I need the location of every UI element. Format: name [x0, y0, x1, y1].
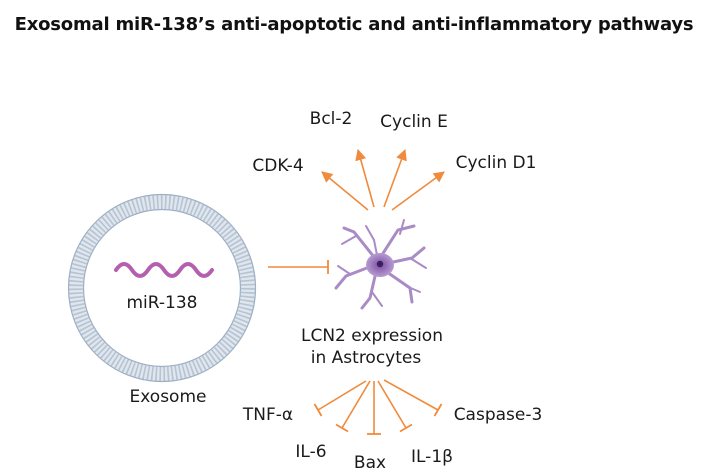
- target-il6: IL-6: [295, 442, 326, 462]
- arrow-to-cyclin-d1: [391, 171, 445, 211]
- exosome-outer-edge: [67, 193, 257, 383]
- inhibit-il1b: [377, 380, 407, 429]
- target-bcl2: Bcl-2: [310, 109, 353, 129]
- target-cyclin-d1: Cyclin D1: [456, 153, 537, 173]
- inhibit-il6: [341, 380, 371, 429]
- target-caspase3: Caspase-3: [454, 405, 543, 425]
- inhibit-tnf-alpha: [317, 380, 367, 411]
- target-bax: Bax: [354, 453, 386, 472]
- mirna-strand-icon: [114, 262, 214, 278]
- exosome-caption: Exosome: [130, 387, 207, 407]
- inhibition-arrows: [313, 379, 443, 435]
- astrocyte-nucleus: [376, 260, 384, 268]
- arrow-to-bcl2: [355, 148, 375, 208]
- arrow-to-cyclin-e: [383, 148, 407, 208]
- target-il1b: IL-1β: [411, 447, 453, 467]
- exosome-inner-edge: [82, 208, 242, 368]
- mirna-label: miR-138: [127, 293, 198, 313]
- inhibit-caspase3: [383, 379, 439, 411]
- arrow-to-cdk4: [321, 171, 369, 211]
- upregulation-arrows: [321, 148, 445, 211]
- astrocyte-caption-line2: in Astrocytes: [311, 348, 422, 368]
- diagram-title: Exosomal miR-138’s anti-apoptotic and an…: [14, 14, 694, 35]
- target-cyclin-e: Cyclin E: [380, 112, 448, 132]
- exosome-membrane-texture: [69, 195, 255, 381]
- exosome-inhibition-arrow: [268, 260, 329, 274]
- target-tnf-alpha: TNF-α: [242, 405, 293, 425]
- astrocyte-caption-line1: LCN2 expression: [301, 326, 443, 346]
- exosome: miR-138: [67, 193, 257, 383]
- target-cdk4: CDK-4: [252, 156, 303, 176]
